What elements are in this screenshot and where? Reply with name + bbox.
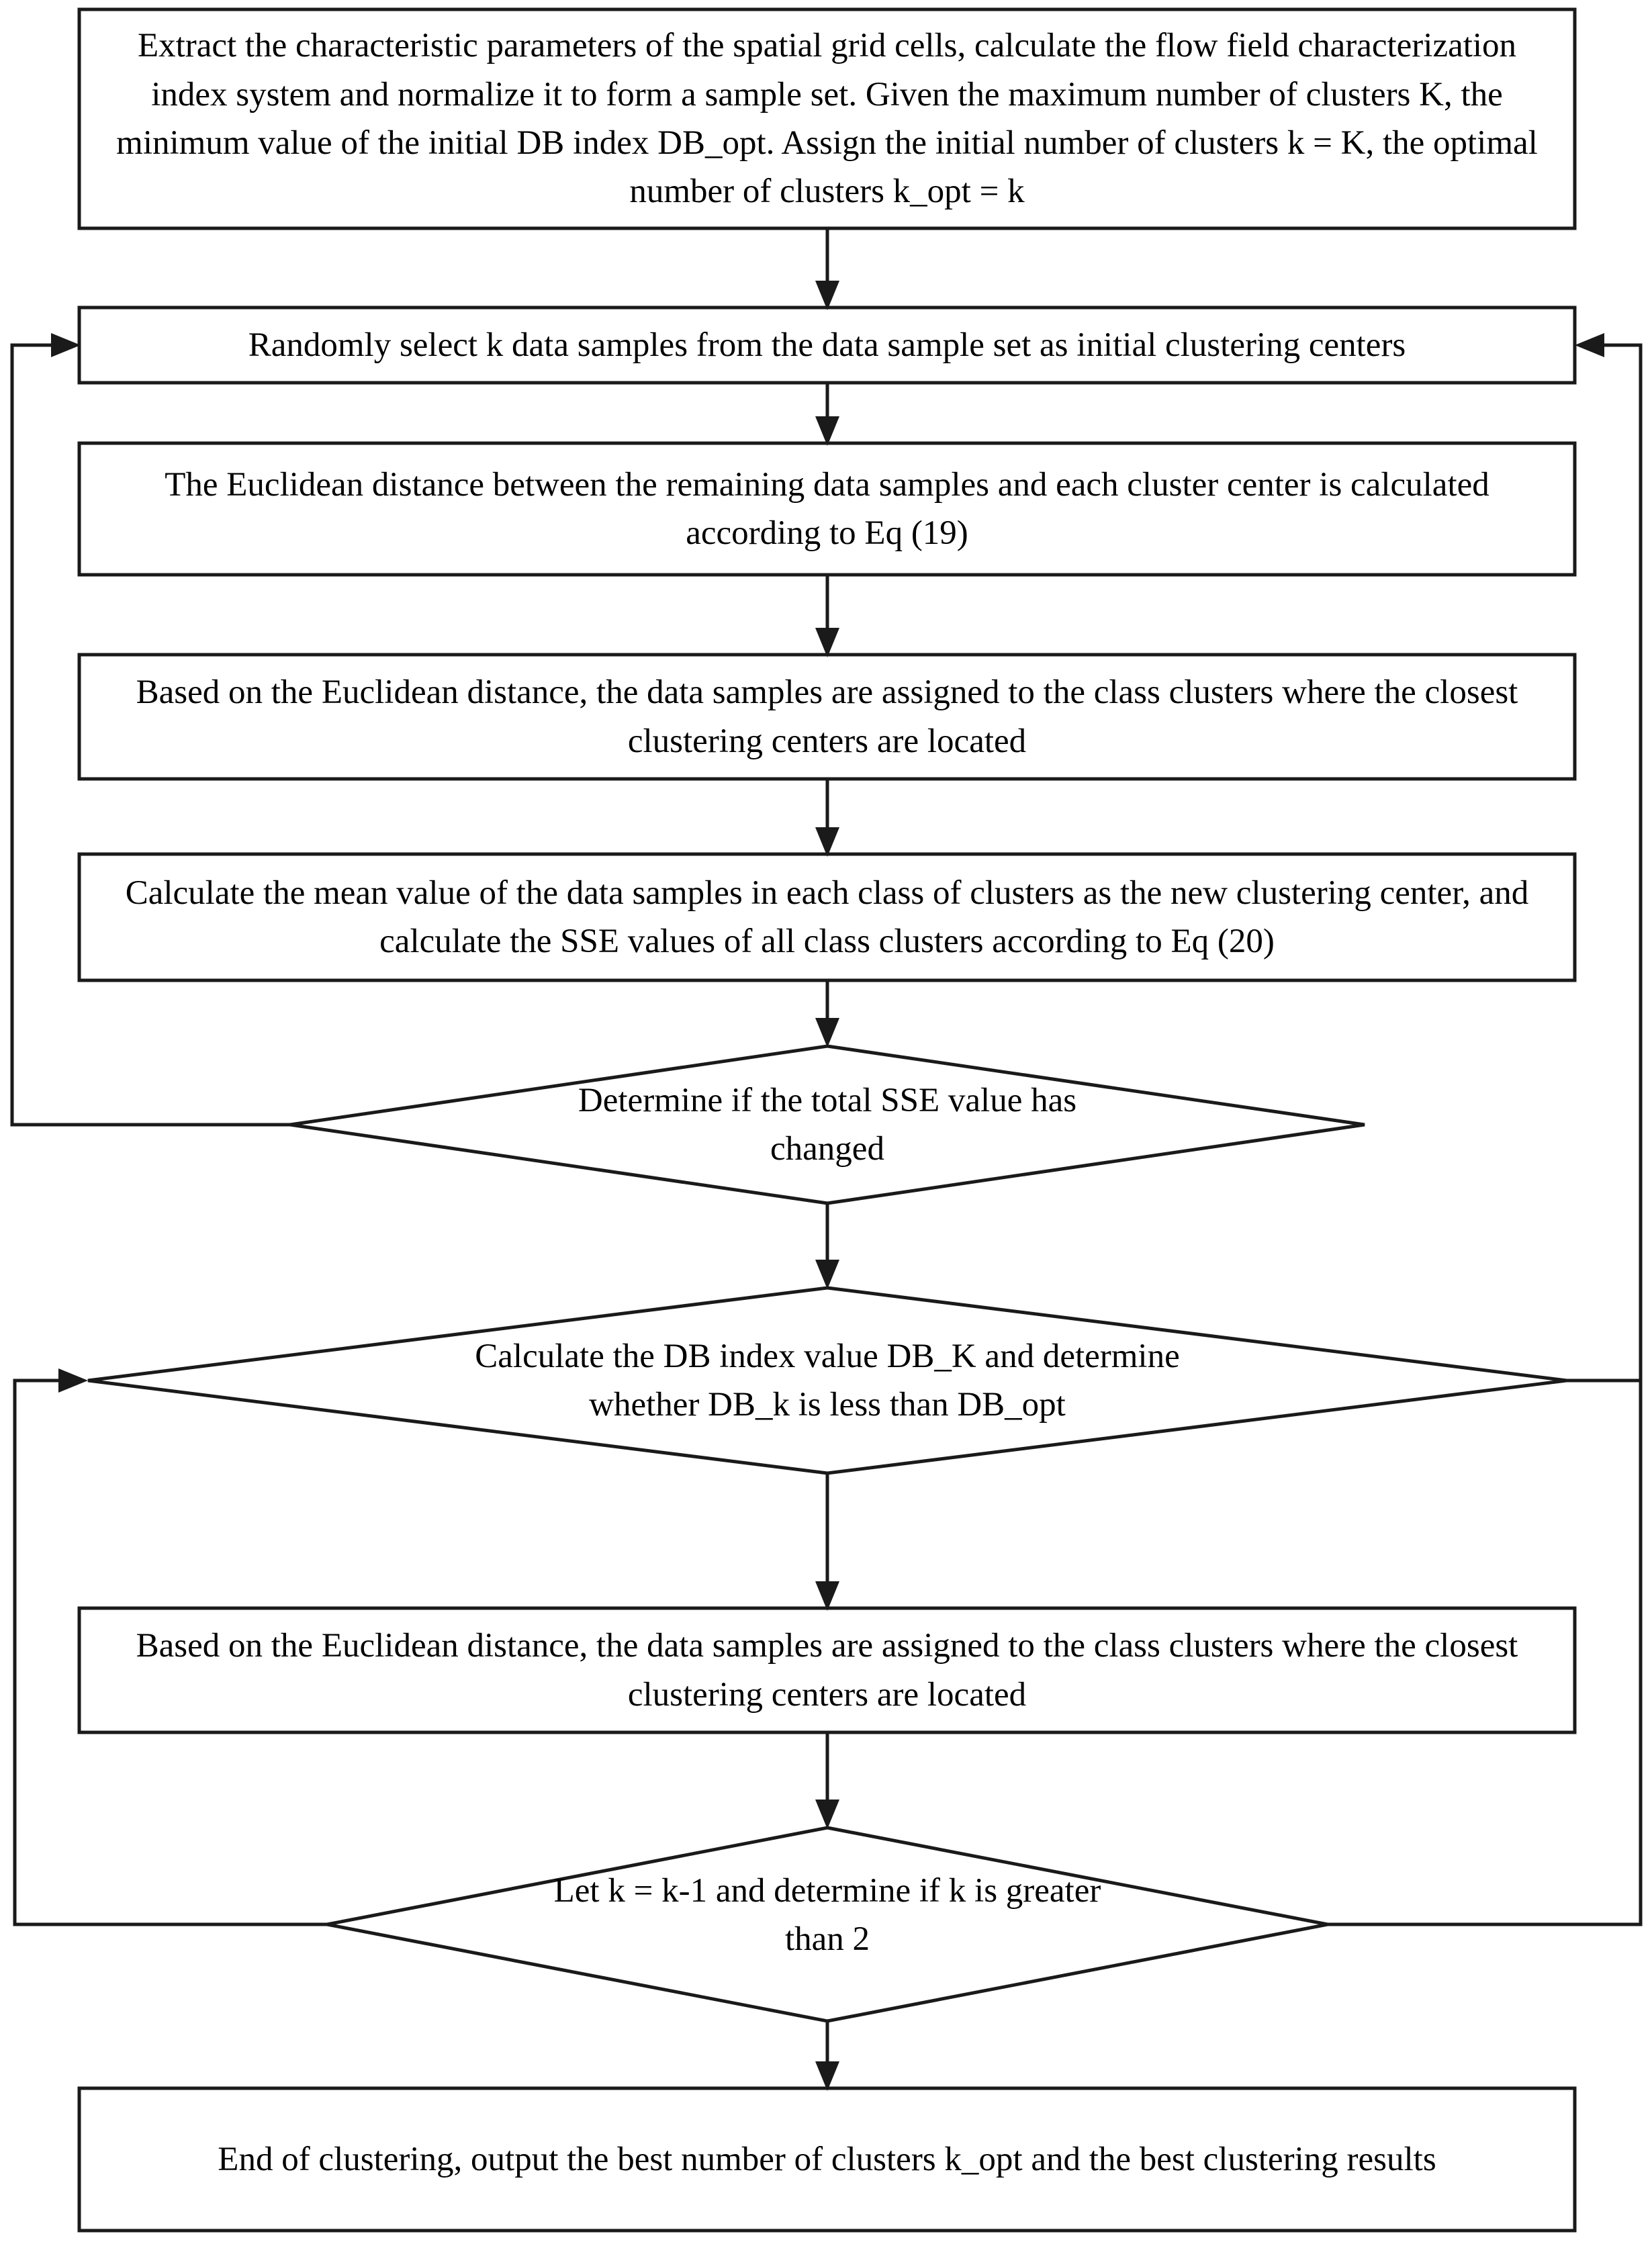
process-box-7 — [77, 2086, 1577, 2233]
arrowhead-loop-db-to-n2 — [1575, 333, 1604, 357]
process-box-5 — [77, 852, 1577, 982]
decision-diamond-db-index — [87, 1286, 1567, 1475]
process-box-6 — [77, 1606, 1577, 1734]
arrowhead-n6-n7 — [815, 1260, 839, 1289]
process-box-3 — [77, 441, 1577, 577]
decision-diamond-k-decrement — [326, 1826, 1328, 2023]
arrowhead-loop-k-to-db — [58, 1368, 88, 1393]
arrowhead-n9-n10 — [815, 2061, 839, 2091]
decision-diamond-sse — [289, 1044, 1365, 1205]
arrowhead-n8-n9 — [815, 1800, 839, 1829]
edge-loop-db-to-n2 — [1567, 343, 1643, 1383]
arrowhead-n5-n6 — [815, 1018, 839, 1047]
edge-loop-k-right-rail — [1328, 1381, 1643, 1926]
arrowhead-n2-n3 — [815, 416, 839, 446]
process-box-2 — [77, 306, 1577, 385]
arrowhead-loop-sse-to-n2 — [51, 333, 81, 357]
arrowhead-n7-n8 — [815, 1581, 839, 1611]
arrowhead-n4-n5 — [815, 827, 839, 857]
process-box-1 — [77, 7, 1577, 230]
arrowhead-n1-n2 — [815, 281, 839, 310]
arrowhead-n3-n4 — [815, 628, 839, 657]
process-box-4 — [77, 653, 1577, 781]
edge-loop-k-to-db — [13, 1379, 327, 1926]
edge-loop-sse-to-n2 — [10, 343, 290, 1127]
